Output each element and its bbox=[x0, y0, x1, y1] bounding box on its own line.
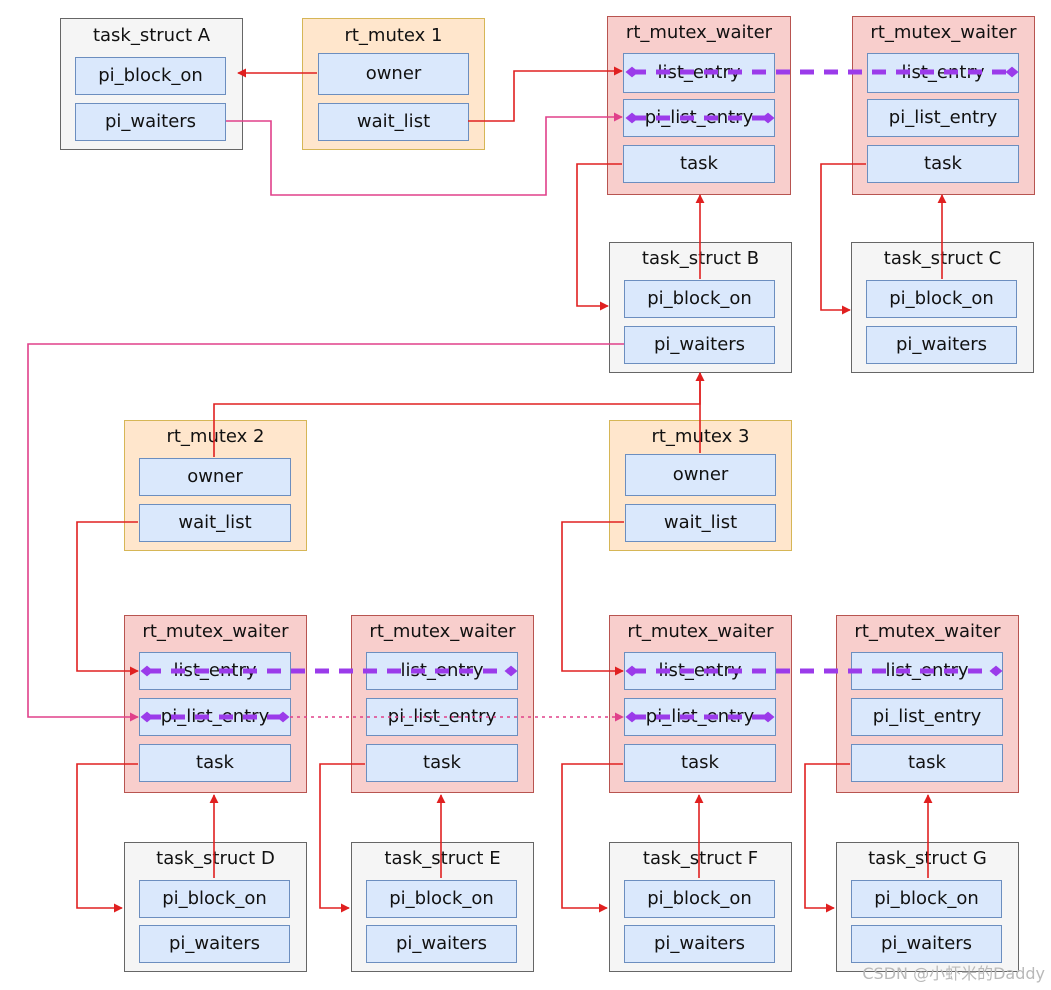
rt-mutex-2-wait-list: wait_list bbox=[139, 504, 291, 542]
task-e-pi-block-on: pi_block_on bbox=[366, 880, 517, 918]
waiter-g-pi-list-entry: pi_list_entry bbox=[851, 698, 1003, 736]
task-a-pi-waiters: pi_waiters bbox=[75, 103, 226, 141]
rt-mutex-2-owner: owner bbox=[139, 458, 291, 496]
rt-mutex-waiter-b: rt_mutex_waiter list_entry pi_list_entry… bbox=[607, 16, 791, 195]
waiter-e-title: rt_mutex_waiter bbox=[369, 621, 516, 642]
waiter-c-task: task bbox=[867, 145, 1019, 183]
waiter-c-pi-list-entry: pi_list_entry bbox=[867, 99, 1019, 137]
waiter-g-title: rt_mutex_waiter bbox=[854, 621, 1001, 642]
waiter-f-title: rt_mutex_waiter bbox=[627, 621, 774, 642]
rt-mutex-1-title: rt_mutex 1 bbox=[344, 25, 443, 46]
rt-mutex-2: rt_mutex 2 owner wait_list bbox=[124, 420, 307, 551]
task-struct-f-title: task_struct F bbox=[642, 848, 759, 869]
rt-mutex-waiter-c: rt_mutex_waiter list_entry pi_list_entry… bbox=[852, 16, 1035, 195]
rt-mutex-waiter-f: rt_mutex_waiter list_entry pi_list_entry… bbox=[609, 615, 792, 793]
task-struct-f: task_struct F pi_block_on pi_waiters bbox=[609, 842, 792, 972]
task-b-pi-waiters: pi_waiters bbox=[624, 326, 775, 364]
task-struct-a-title: task_struct A bbox=[92, 25, 211, 46]
watermark: CSDN @小虾米的Daddy bbox=[862, 964, 1045, 983]
waiter-d-task: task bbox=[139, 744, 291, 782]
edge-task-b-pi-waiters-to-waiter-d bbox=[27, 343, 624, 722]
waiter-b-title: rt_mutex_waiter bbox=[625, 22, 773, 43]
task-struct-c-title: task_struct C bbox=[883, 248, 1002, 269]
waiter-f-list-entry: list_entry bbox=[624, 652, 776, 690]
task-struct-d: task_struct D pi_block_on pi_waiters bbox=[124, 842, 307, 972]
task-struct-e-title: task_struct E bbox=[384, 848, 501, 869]
task-g-pi-block-on: pi_block_on bbox=[851, 880, 1002, 918]
task-struct-d-title: task_struct D bbox=[156, 848, 275, 869]
rt-mutex-waiter-e: rt_mutex_waiter list_entry pi_list_entry… bbox=[351, 615, 534, 793]
task-f-pi-block-on: pi_block_on bbox=[624, 880, 775, 918]
task-struct-g-title: task_struct G bbox=[868, 848, 987, 869]
task-g-pi-waiters: pi_waiters bbox=[851, 925, 1002, 963]
rt-mutex-3-owner: owner bbox=[625, 454, 776, 496]
edge-mutex1-waitlist-to-waiter-b bbox=[468, 66, 623, 122]
task-f-pi-waiters: pi_waiters bbox=[624, 925, 775, 963]
task-struct-g: task_struct G pi_block_on pi_waiters bbox=[836, 842, 1019, 972]
waiter-e-pi-list-entry: pi_list_entry bbox=[366, 698, 518, 736]
rt-mutex-waiter-g: rt_mutex_waiter list_entry pi_list_entry… bbox=[836, 615, 1019, 793]
task-e-pi-waiters: pi_waiters bbox=[366, 925, 517, 963]
waiter-g-task: task bbox=[851, 744, 1003, 782]
task-struct-e: task_struct E pi_block_on pi_waiters bbox=[351, 842, 534, 972]
rt-mutex-1: rt_mutex 1 owner wait_list bbox=[302, 18, 485, 150]
waiter-e-list-entry: list_entry bbox=[366, 652, 518, 690]
waiter-d-title: rt_mutex_waiter bbox=[142, 621, 289, 642]
waiter-e-task: task bbox=[366, 744, 518, 782]
rt-mutex-2-title: rt_mutex 2 bbox=[166, 426, 265, 447]
task-d-pi-block-on: pi_block_on bbox=[139, 880, 290, 918]
waiter-f-pi-list-entry: pi_list_entry bbox=[624, 698, 776, 736]
rt-mutex-3-title: rt_mutex 3 bbox=[651, 426, 750, 447]
rt-mutex-3: rt_mutex 3 owner wait_list bbox=[609, 420, 792, 551]
waiter-f-task: task bbox=[624, 744, 776, 782]
task-struct-b-title: task_struct B bbox=[641, 248, 760, 269]
waiter-g-list-entry: list_entry bbox=[851, 652, 1003, 690]
rt-mutex-1-owner: owner bbox=[318, 53, 469, 95]
rt-mutex-1-wait-list: wait_list bbox=[318, 103, 469, 141]
waiter-b-task: task bbox=[623, 145, 775, 183]
task-struct-c: task_struct C pi_block_on pi_waiters bbox=[851, 242, 1034, 373]
waiter-c-title: rt_mutex_waiter bbox=[870, 22, 1017, 43]
task-b-pi-block-on: pi_block_on bbox=[624, 280, 775, 318]
rt-mutex-waiter-d: rt_mutex_waiter list_entry pi_list_entry… bbox=[124, 615, 307, 793]
rt-mutex-3-wait-list: wait_list bbox=[625, 504, 776, 542]
waiter-d-list-entry: list_entry bbox=[139, 652, 291, 690]
task-struct-b: task_struct B pi_block_on pi_waiters bbox=[609, 242, 792, 373]
task-d-pi-waiters: pi_waiters bbox=[139, 925, 290, 963]
task-c-pi-block-on: pi_block_on bbox=[866, 280, 1017, 318]
waiter-b-list-entry: list_entry bbox=[623, 53, 775, 93]
task-c-pi-waiters: pi_waiters bbox=[866, 326, 1017, 364]
waiter-c-list-entry: list_entry bbox=[867, 53, 1019, 93]
task-a-pi-block-on: pi_block_on bbox=[75, 57, 226, 95]
waiter-b-pi-list-entry: pi_list_entry bbox=[623, 99, 775, 137]
task-struct-a: task_struct A pi_block_on pi_waiters bbox=[60, 18, 243, 150]
waiter-d-pi-list-entry: pi_list_entry bbox=[139, 698, 291, 736]
